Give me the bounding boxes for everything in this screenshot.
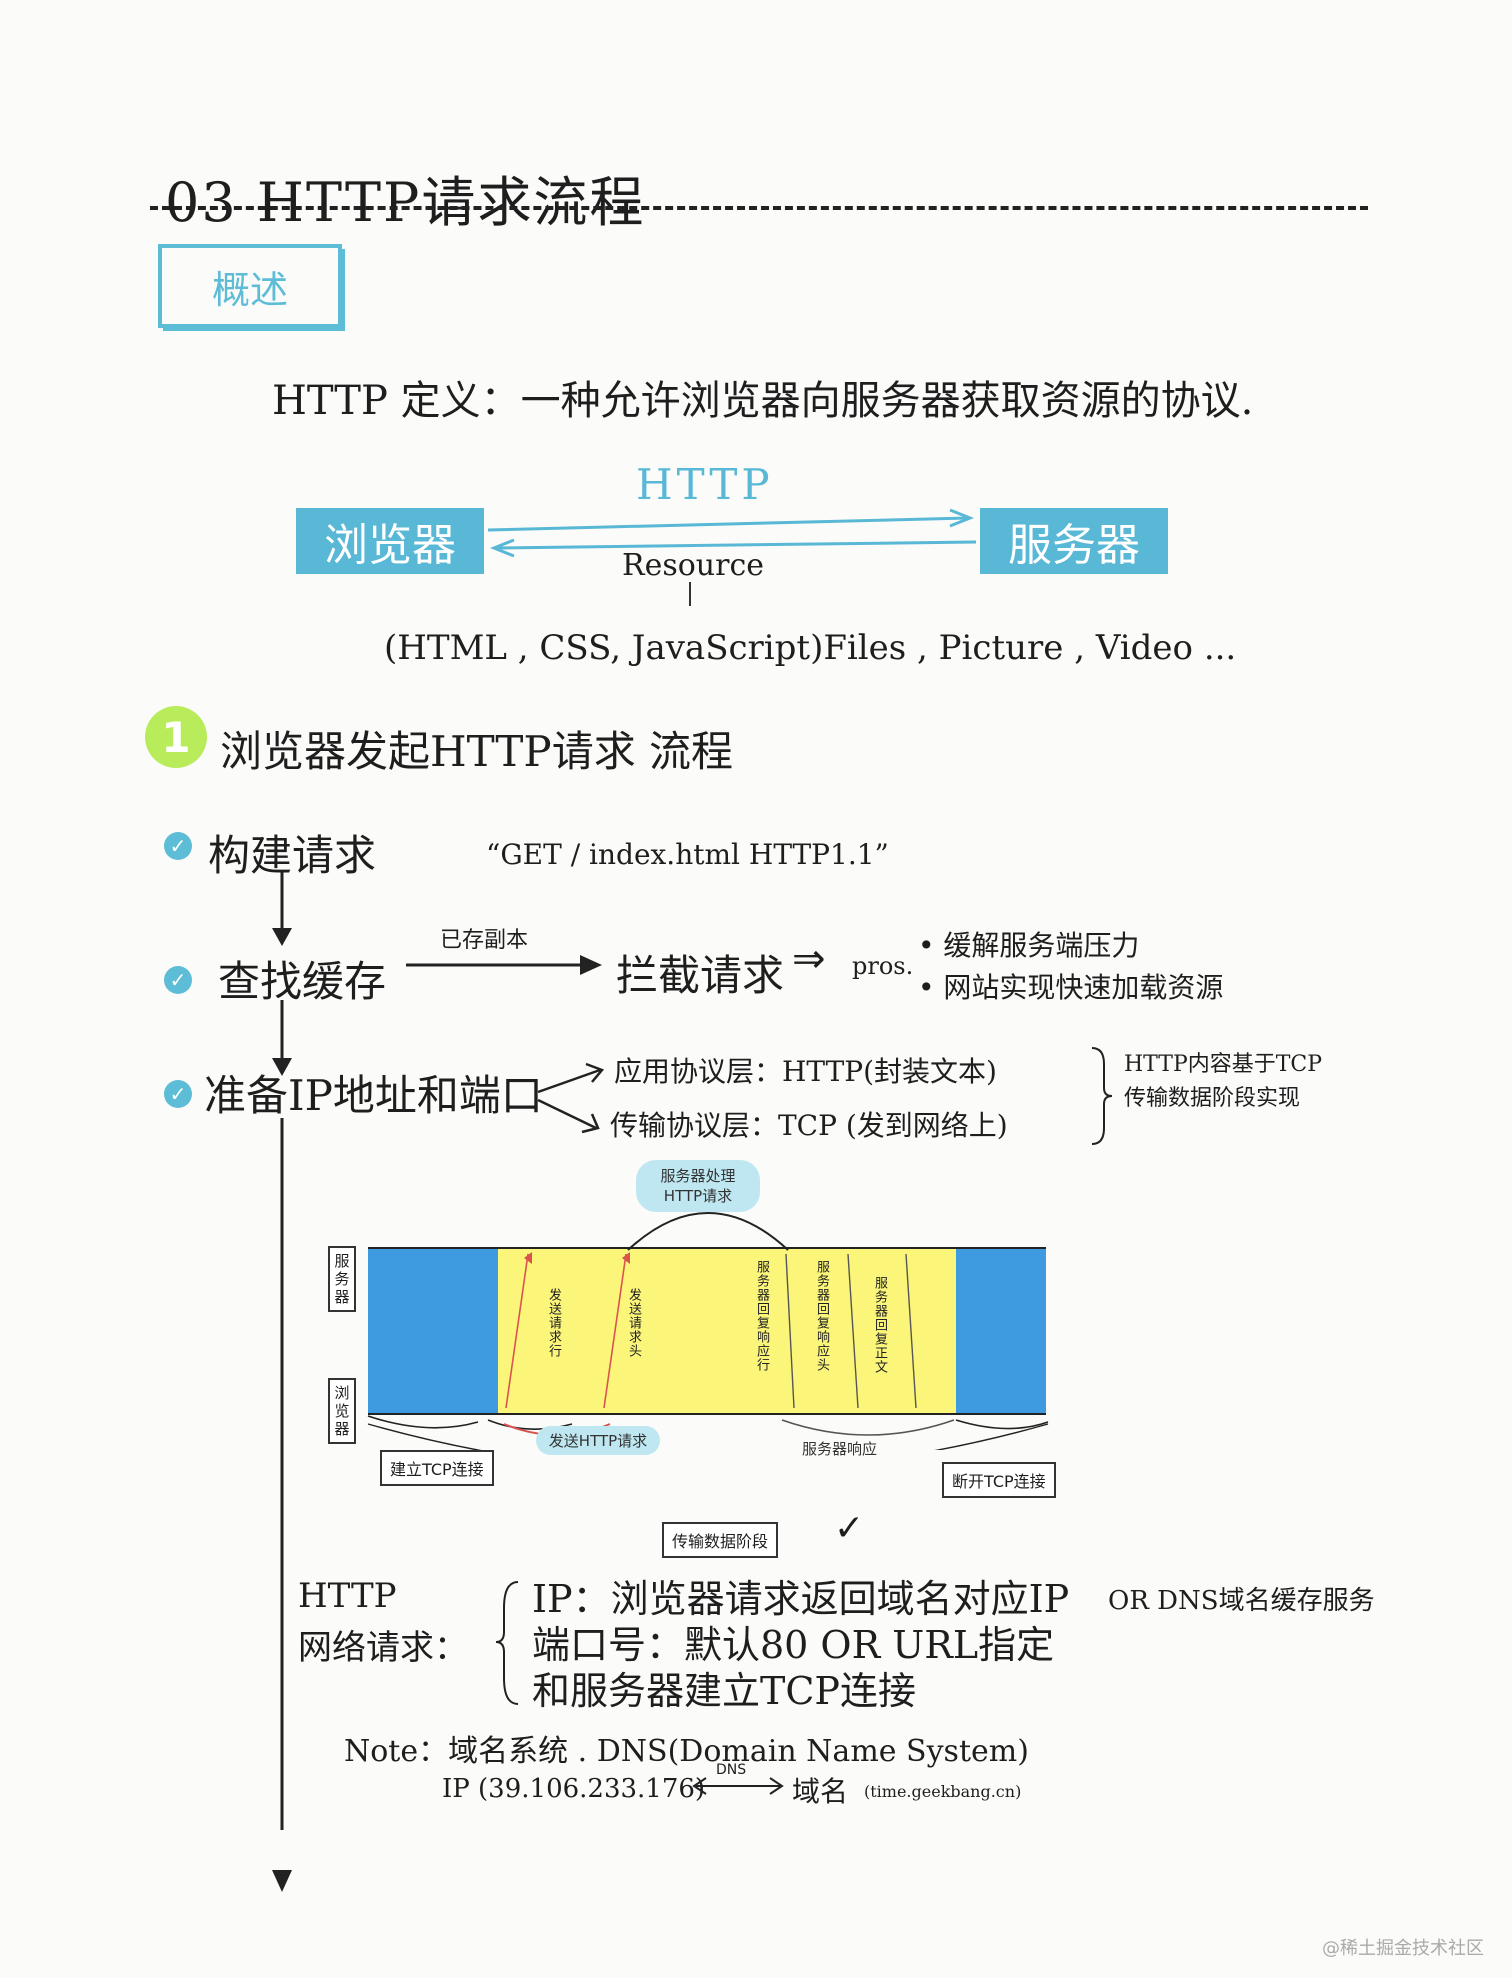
response-arrow-head [489, 538, 515, 558]
send-http-chip: 发送HTTP请求 [536, 1426, 660, 1455]
transfer-phase [498, 1248, 956, 1414]
pros-item-2: • 网站实现快速加载资源 [918, 971, 1224, 1004]
check-icon: ✓ [164, 1080, 192, 1108]
http-definition: HTTP 定义：一种允许浏览器向服务器获取资源的协议. [272, 378, 1254, 424]
dns-domain: 域名 [792, 1775, 849, 1808]
title-underline [150, 206, 1368, 210]
browser-side-label: 浏览器 [328, 1378, 356, 1444]
dns-double-arrow [692, 1777, 784, 1795]
http-arrows [487, 508, 977, 606]
response-body: 服务器回复正文 [872, 1276, 887, 1374]
network-tcp-line: 和服务器建立TCP连接 [532, 1669, 916, 1713]
request-arrow-line [487, 516, 969, 532]
pros-label: pros. [852, 952, 914, 980]
response-arrow-line [495, 540, 977, 550]
resource-label: Resource [622, 548, 765, 583]
step-prepare-ip: 准备IP地址和端口 [204, 1071, 543, 1120]
dns-note: Note：域名系统 . DNS(Domain Name System) [344, 1734, 1029, 1769]
resource-files: (HTML , CSS, JavaScript)Files , Picture … [384, 628, 1237, 668]
dns-domain-example: (time.geekbang.cn) [864, 1782, 1022, 1801]
watermark: @稀土掘金技术社区 [1322, 1938, 1484, 1959]
check-icon: ✓ [164, 966, 192, 994]
network-brace-icon [495, 1581, 519, 1705]
send-request-line: 发送请求行 [546, 1288, 561, 1358]
server-response-label: 服务器响应 [802, 1440, 878, 1458]
section-title: 浏览器发起HTTP请求 流程 [220, 727, 734, 776]
brace-icon [1091, 1047, 1113, 1145]
pros-item-1: • 缓解服务端压力 [918, 929, 1140, 962]
server-node: 服务器 [980, 508, 1168, 574]
http-tcp-note-2: 传输数据阶段实现 [1124, 1086, 1301, 1111]
timeline-diagram [367, 1212, 1049, 1450]
check-mark-icon: ✓ [834, 1508, 865, 1549]
response-head: 服务器回复响应头 [814, 1260, 829, 1372]
step-number-badge: 1 [145, 706, 207, 768]
build-request-example: “GET / index.html HTTP1.1” [486, 838, 889, 871]
network-ip-or: OR DNS域名缓存服务 [1108, 1586, 1375, 1616]
application-layer: 应用协议层：HTTP(封装文本) [614, 1055, 997, 1088]
tcp-disconnect-label: 断开TCP连接 [942, 1462, 1056, 1498]
network-ip-line: IP：浏览器请求返回域名对应IP [532, 1577, 1070, 1621]
page-title: 03 HTTP请求流程 [165, 171, 646, 234]
step-find-cache: 查找缓存 [218, 957, 387, 1006]
browser-node: 浏览器 [296, 508, 484, 574]
tcp-connect-label: 建立TCP连接 [380, 1450, 494, 1486]
response-line: 服务器回复响应行 [754, 1260, 769, 1372]
request-arrow-head [949, 508, 975, 528]
network-label-1: HTTP [298, 1576, 397, 1616]
dns-arrow-label: DNS [716, 1762, 747, 1778]
send-request-head: 发送请求头 [626, 1288, 641, 1358]
server-process-chip: 服务器处理 HTTP请求 [636, 1160, 760, 1212]
tcp-connect-phase [368, 1248, 498, 1414]
network-port-line: 端口号：默认80 OR URL指定 [532, 1623, 1055, 1667]
intercept-request: 拦截请求 [616, 951, 785, 1000]
transport-layer: 传输协议层：TCP (发到网络上) [610, 1109, 1008, 1142]
check-icon: ✓ [164, 832, 192, 860]
network-label-2: 网络请求： [298, 1628, 468, 1668]
server-side-label: 服务器 [328, 1246, 356, 1312]
overview-box: 概述 [158, 244, 342, 328]
tcp-disconnect-phase [956, 1248, 1046, 1414]
step-build-request: 构建请求 [208, 831, 377, 880]
http-label: HTTP [636, 460, 774, 509]
dns-ip: IP (39.106.233.176) [442, 1774, 706, 1804]
transfer-label: 传输数据阶段 [662, 1522, 779, 1558]
layer-arrows [537, 1062, 605, 1134]
cache-hit-label: 已存副本 [440, 928, 529, 953]
flow-arrows [272, 870, 292, 1892]
cache-arrow [406, 955, 602, 975]
implies-icon: ⇒ [792, 936, 826, 982]
http-tcp-note-1: HTTP内容基于TCP [1124, 1052, 1323, 1077]
